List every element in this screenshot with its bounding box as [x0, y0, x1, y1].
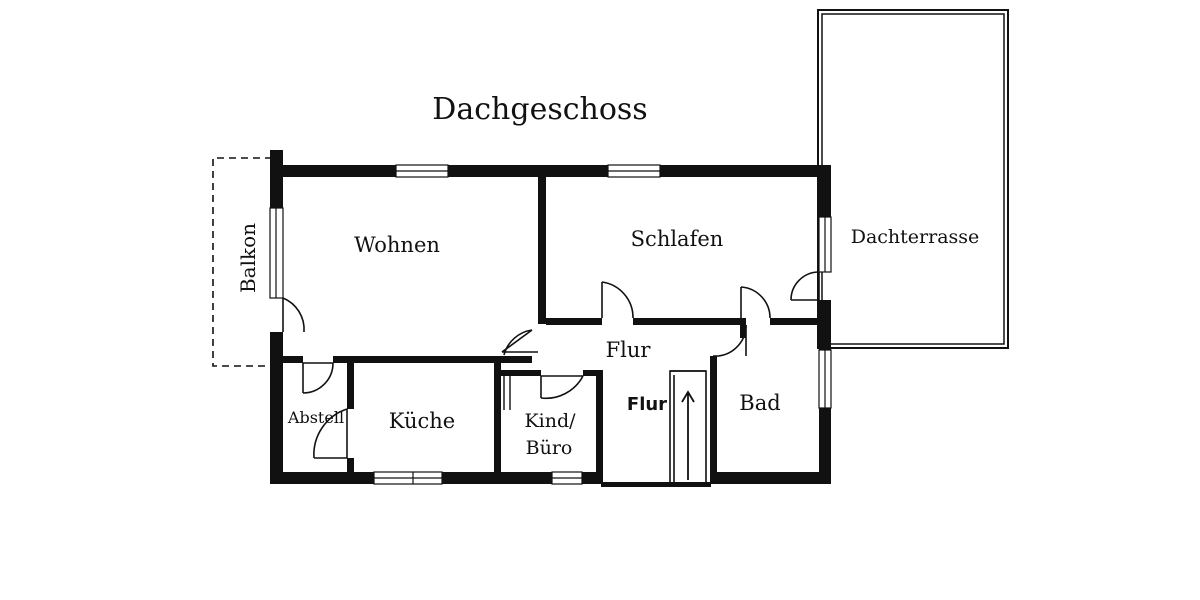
room-label-balkon: Balkon: [236, 223, 260, 293]
room-label-flur: Flur: [606, 338, 652, 362]
balcony-outline: [212, 157, 272, 367]
room-label-kueche: Küche: [389, 409, 455, 433]
room-label-flur-stair: Flur: [627, 394, 667, 415]
room-label-dachterrasse: Dachterrasse: [851, 226, 980, 248]
doors: [282, 271, 820, 459]
interior-walls: [283, 177, 820, 487]
room-label-buero: Büro: [526, 437, 573, 459]
stair-arrow: [681, 390, 695, 480]
room-label-bad: Bad: [739, 391, 780, 415]
plan-title: Dachgeschoss: [432, 92, 647, 127]
room-label-abstell: Abstell: [287, 408, 344, 427]
room-label-wohnen: Wohnen: [354, 233, 440, 257]
room-label-kind: Kind/: [524, 410, 576, 432]
exterior-walls: [270, 150, 831, 484]
kind-closet: [503, 376, 511, 410]
windows: [269, 164, 832, 485]
roof-terrace-outline: [817, 9, 1009, 349]
staircase: [669, 370, 707, 484]
room-label-schlafen: Schlafen: [631, 227, 724, 251]
